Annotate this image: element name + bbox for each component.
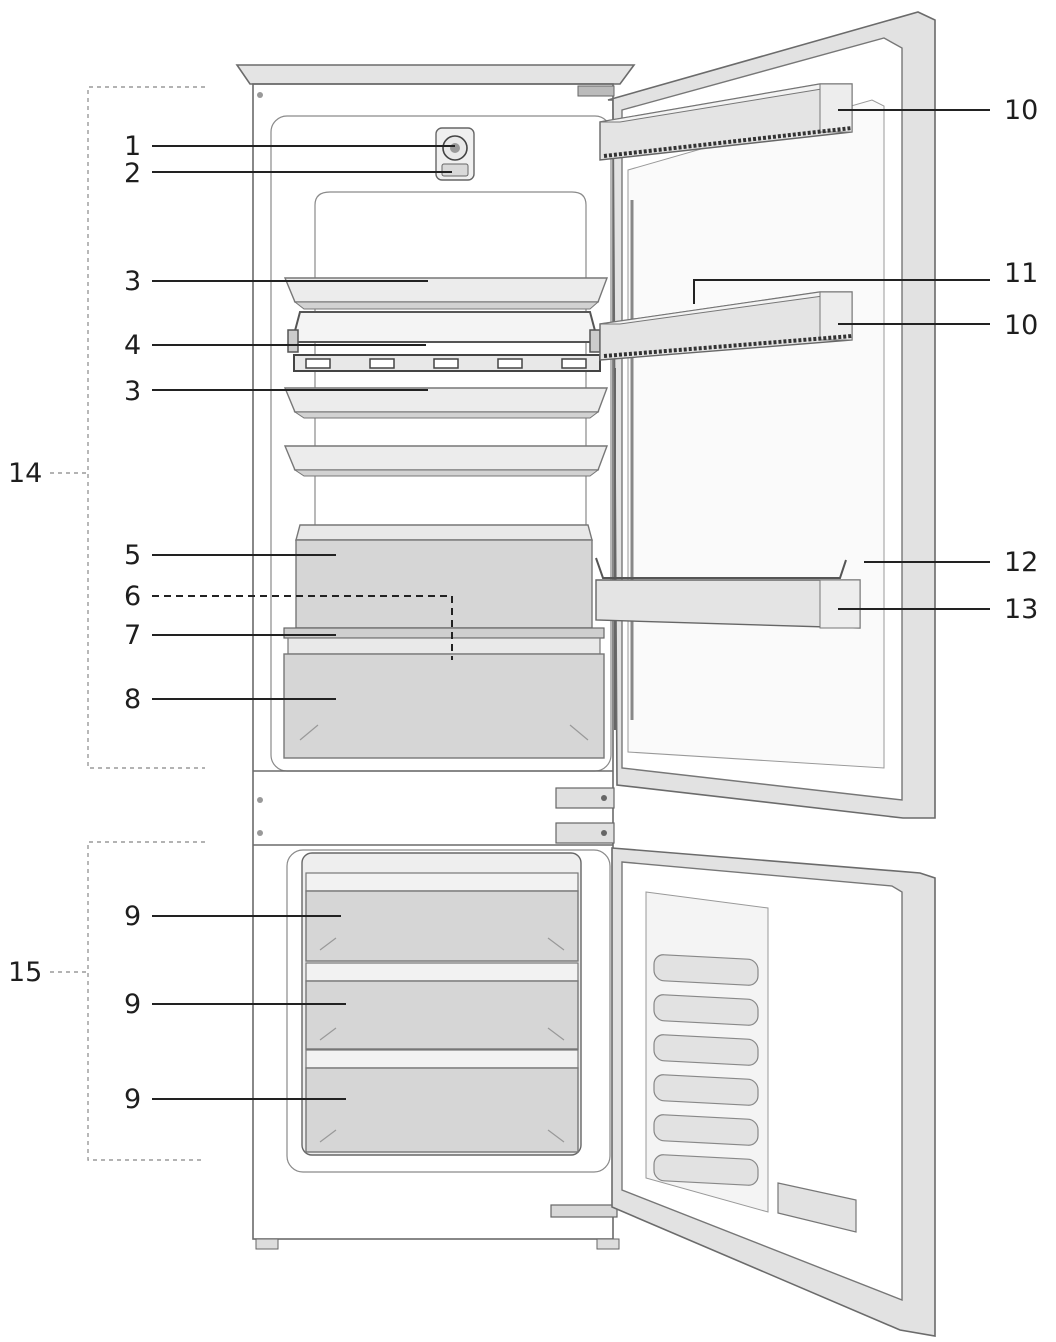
freezer-door xyxy=(611,847,936,1337)
fridge-door xyxy=(595,11,936,819)
crisper-drawer xyxy=(283,653,605,759)
fridge-back-wall xyxy=(314,191,587,531)
callout-3-upper: 3 xyxy=(124,266,141,297)
wine-rack xyxy=(287,311,601,372)
bracket-14 xyxy=(87,86,205,769)
top-hinge xyxy=(577,85,615,97)
glass-shelves xyxy=(283,277,609,477)
callout-11: 11 xyxy=(1004,258,1038,289)
callout-6: 6 xyxy=(124,581,141,612)
callout-7: 7 xyxy=(124,620,141,651)
glass-shelf-lower xyxy=(283,445,609,471)
leader-lines xyxy=(152,109,990,1100)
crisper-cover xyxy=(295,524,593,541)
group-brackets xyxy=(50,86,205,1161)
bottle-retainer xyxy=(595,557,847,579)
callout-9-bottom: 9 xyxy=(124,1084,141,1115)
callout-10-lower: 10 xyxy=(1004,310,1038,341)
freezer-drawers xyxy=(305,872,579,1153)
cabinet-outline xyxy=(252,83,614,1240)
middle-hinge-lower xyxy=(555,822,615,844)
glass-shelf-middle xyxy=(283,387,609,413)
callout-12: 12 xyxy=(1004,547,1038,578)
callout-3-lower: 3 xyxy=(124,376,141,407)
callout-10-upper: 10 xyxy=(1004,95,1038,126)
group-label-15: 15 xyxy=(8,957,42,988)
crisper-area xyxy=(283,524,605,759)
callout-5: 5 xyxy=(124,540,141,571)
top-cover xyxy=(235,64,636,85)
bottom-hinge xyxy=(550,1204,618,1218)
callout-labels: 1 2 3 4 3 5 6 7 8 9 9 9 10 11 10 12 13 1… xyxy=(8,95,1038,1115)
freezer-liner xyxy=(286,849,611,1173)
callout-8: 8 xyxy=(124,684,141,715)
freezer-drawer-1 xyxy=(305,872,579,892)
callout-13: 13 xyxy=(1004,594,1038,625)
callout-2: 2 xyxy=(124,158,141,189)
group-label-14: 14 xyxy=(8,458,42,489)
freezer-drawer-3 xyxy=(305,1049,579,1069)
foot-left xyxy=(255,1238,279,1250)
callout-4: 4 xyxy=(124,330,141,361)
door-shelf-middle xyxy=(599,291,853,361)
bottle-shelf xyxy=(595,557,861,629)
door-control-panel xyxy=(777,1182,857,1233)
crisper-lid xyxy=(283,627,605,639)
middle-hinge-upper xyxy=(555,787,615,809)
light-cover xyxy=(441,163,469,177)
freezer-drawer-2 xyxy=(305,962,579,982)
thermostat-light-housing xyxy=(435,127,475,181)
door-shelf-upper xyxy=(599,83,853,161)
callout-1: 1 xyxy=(124,131,141,162)
callout-9-top: 9 xyxy=(124,901,141,932)
foot-right xyxy=(596,1238,620,1250)
chiller-box xyxy=(295,539,593,629)
bracket-15 xyxy=(87,841,205,1161)
callout-9-middle: 9 xyxy=(124,989,141,1020)
